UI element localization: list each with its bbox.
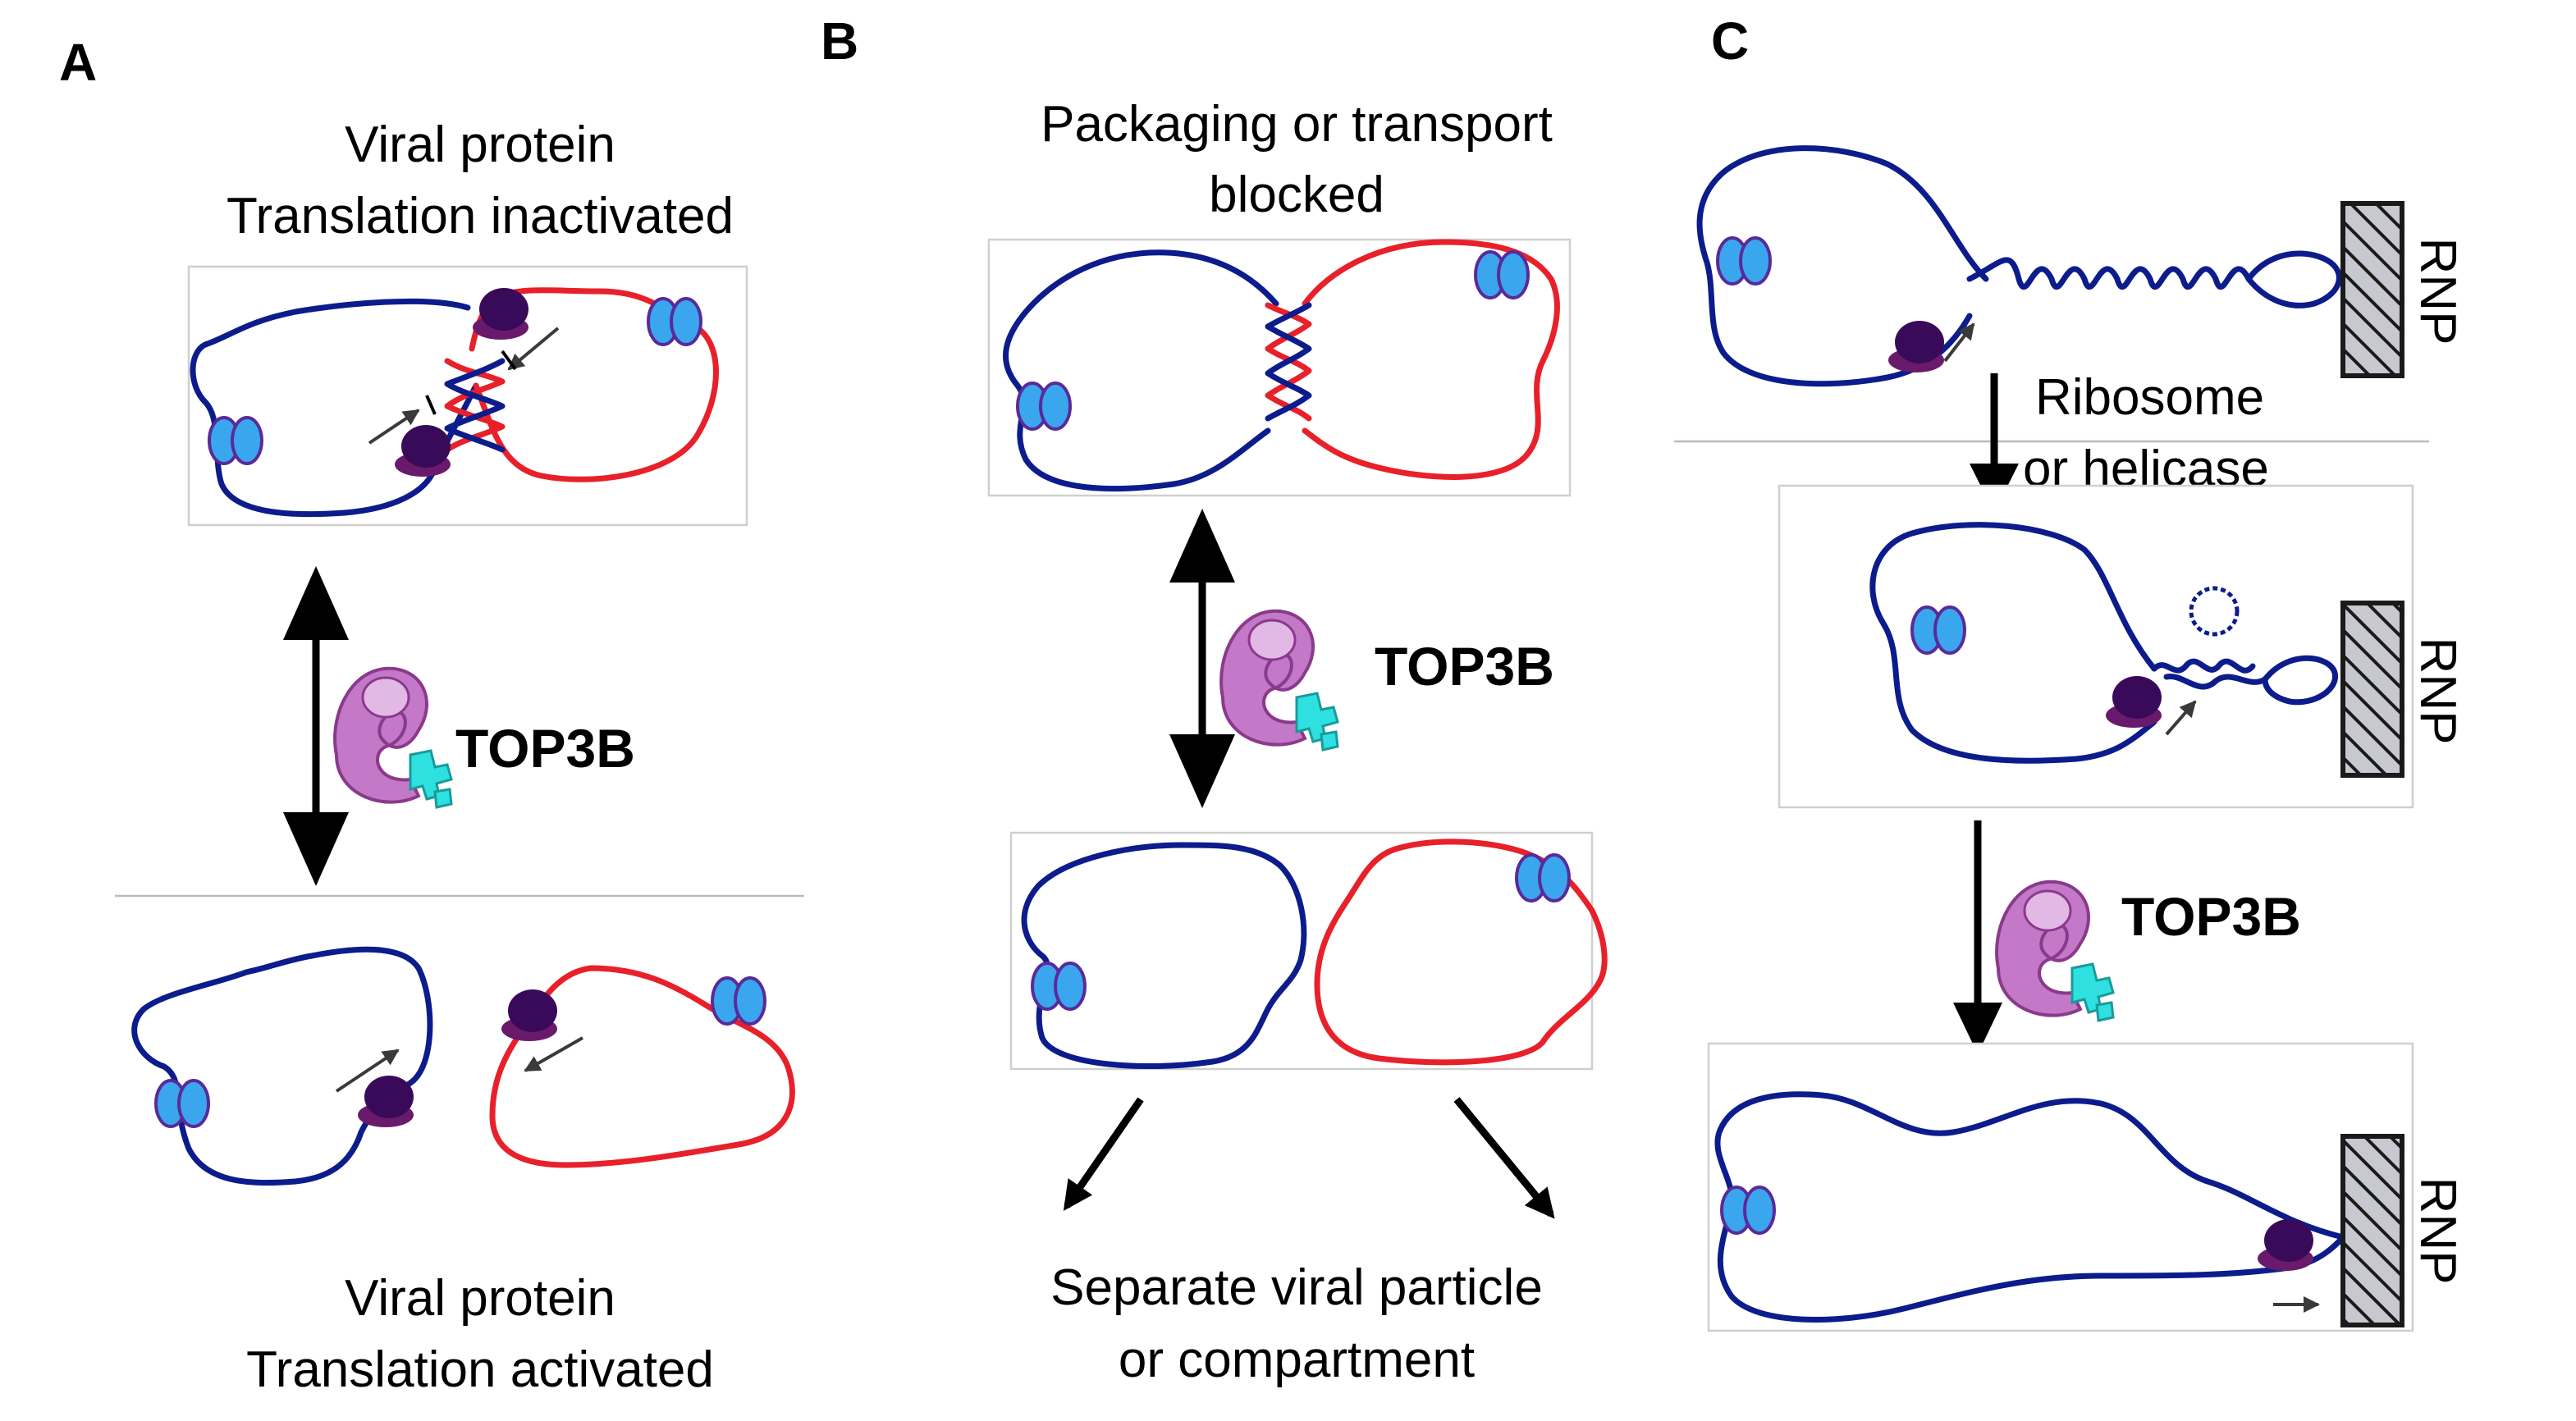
rna-supercoil-icon — [2151, 586, 2338, 706]
panel-b-top-caption-line1: Packaging or transport — [1041, 96, 1553, 153]
panel-c-step-caption-line1: Ribosome — [2035, 369, 2264, 426]
panel-b-letter: B — [821, 11, 858, 71]
translation-arrow-icon — [2165, 700, 2197, 736]
panel-b-top-caption-line2: blocked — [1209, 167, 1384, 223]
ribosome-icon — [358, 1076, 414, 1127]
panel-b: B Packaging or transport blocked TOP3B S… — [821, 11, 1608, 1388]
panel-b-top3b-label: TOP3B — [1375, 636, 1554, 697]
rna-hairpin-helix — [1966, 250, 2342, 308]
viral-rna-red — [1302, 239, 1560, 480]
cap-protein-icon — [1910, 605, 1966, 655]
panel-c-bottom-box — [1707, 1042, 2414, 1332]
viral-rna-blue-free — [1021, 842, 1307, 1070]
panel-a-bottom-caption-line1: Viral protein — [345, 1270, 615, 1327]
panel-b-bottom-caption-line2: or compartment — [1119, 1332, 1475, 1388]
cap-protein-icon — [1716, 236, 1772, 286]
rnp-anchor-icon — [2340, 201, 2404, 378]
top3b-enzyme-icon — [333, 666, 453, 809]
viral-rna-blue — [1696, 145, 1989, 387]
translation-arrow-icon — [524, 1036, 583, 1072]
rna-kissing-helix — [1265, 302, 1312, 422]
cap-protein-icon — [647, 297, 702, 346]
cap-protein-icon — [1474, 250, 1530, 299]
viral-rna-blue — [1869, 522, 2157, 764]
viral-rna-blue-free — [131, 946, 433, 1186]
down-arrow-icon — [1453, 1097, 1555, 1219]
top3b-enzyme-icon — [1995, 880, 2115, 1022]
rnp-label: RNP — [2409, 238, 2466, 345]
viral-rna-red-free — [489, 965, 795, 1168]
cap-protein-icon — [208, 416, 263, 465]
panel-a-top-caption-line1: Viral protein — [345, 117, 615, 173]
translation-arrow-icon — [335, 1049, 400, 1093]
panel-a-bottom-caption-line2: Translation activated — [246, 1341, 714, 1398]
ribosome-icon — [1888, 321, 1944, 372]
cap-protein-icon — [1515, 853, 1571, 902]
panel-a-top-caption-line2: Translation inactivated — [226, 188, 734, 244]
panel-c: C RNP Ribosome or helicase RNP — [1674, 11, 2466, 1332]
panel-b-bottom-caption-line1: Separate viral particle — [1050, 1259, 1543, 1316]
cap-protein-icon — [711, 976, 766, 1026]
down-arrow-icon — [1953, 820, 2002, 1054]
panel-c-top3b-label: TOP3B — [2121, 886, 2301, 947]
rnp-label: RNP — [2409, 637, 2466, 745]
rnp-anchor-icon — [2340, 1134, 2404, 1327]
viral-rna-blue — [1714, 1091, 2346, 1323]
blocked-arrow-icon — [368, 327, 560, 445]
translation-arrow-icon — [1943, 322, 1975, 363]
viral-rna-blue — [1003, 249, 1279, 492]
rna-kissing-helix — [444, 358, 506, 453]
rnp-anchor-icon — [2340, 601, 2404, 778]
double-headed-arrow-icon — [1169, 509, 1235, 808]
panel-a-letter: A — [59, 33, 97, 92]
panel-c-middle-box — [1778, 484, 2414, 809]
cap-protein-icon — [1031, 962, 1087, 1011]
cap-protein-icon — [1016, 382, 1072, 431]
cap-protein-icon — [154, 1079, 210, 1128]
panel-a-top3b-label: TOP3B — [455, 718, 635, 779]
down-arrow-icon — [1063, 1097, 1144, 1211]
panel-a: A Viral protein Translation inactivated — [59, 33, 804, 1398]
rnp-label: RNP — [2409, 1177, 2466, 1285]
panel-c-letter: C — [1711, 11, 1749, 71]
double-headed-arrow-icon — [283, 566, 349, 886]
cap-protein-icon — [1720, 1186, 1776, 1235]
top3b-enzyme-icon — [1219, 609, 1339, 752]
ribosome-icon — [501, 989, 557, 1041]
